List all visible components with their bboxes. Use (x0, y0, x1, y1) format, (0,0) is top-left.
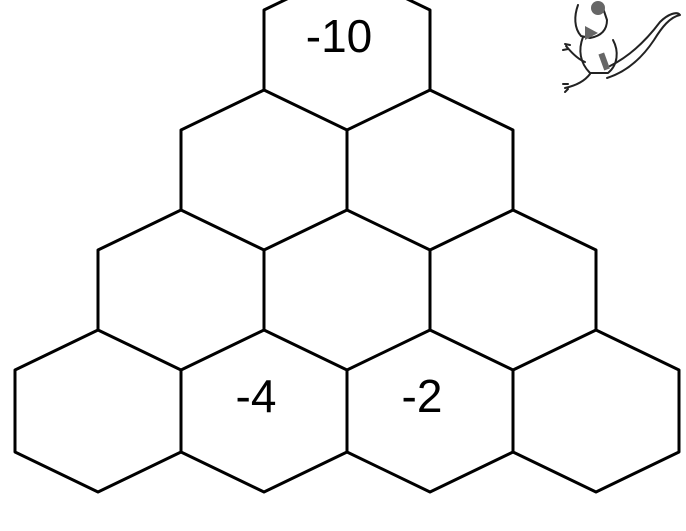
hex-cells: -10-4-2 (15, 0, 679, 492)
lizard-icon (563, 1, 680, 92)
